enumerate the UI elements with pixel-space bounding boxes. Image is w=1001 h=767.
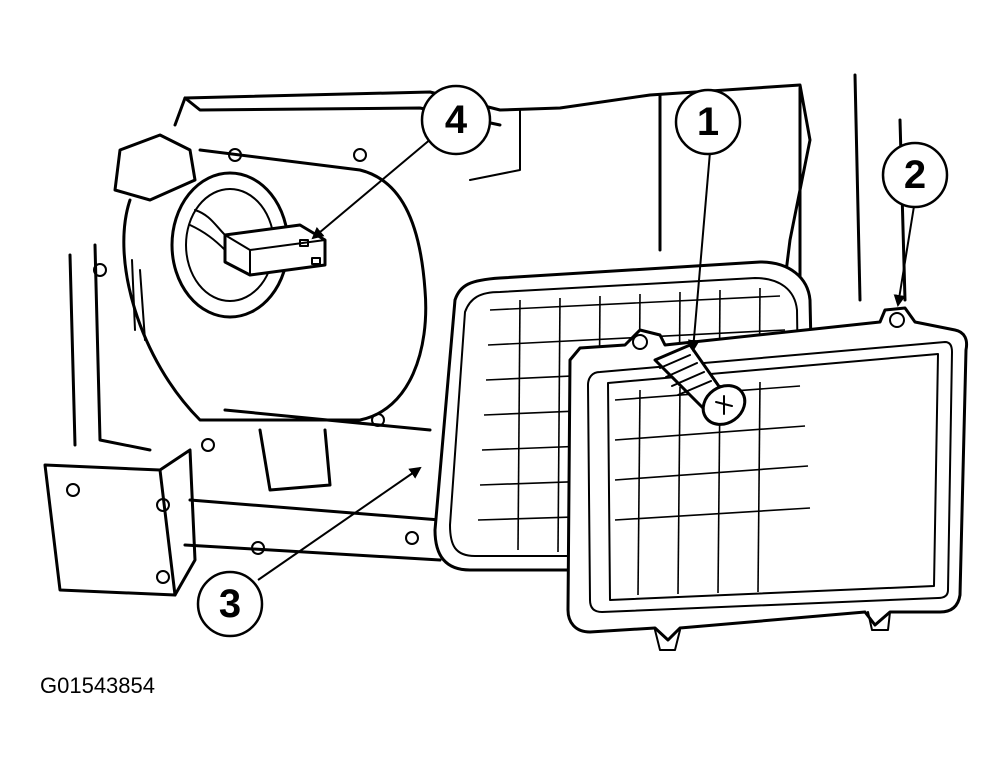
electrical-connector	[189, 209, 327, 277]
callout-3: 3	[196, 570, 264, 638]
callout-2: 2	[881, 141, 949, 209]
callout-1: 1	[674, 88, 742, 156]
leader-line-2	[893, 199, 916, 307]
screw	[653, 343, 747, 426]
figure-code: G01543854	[40, 673, 155, 698]
leader-line-4	[311, 137, 433, 240]
callout-4-label: 4	[445, 98, 468, 142]
leader-line-3	[257, 466, 422, 581]
leader-line-1	[687, 151, 711, 352]
bulb-socket-opening	[113, 133, 428, 422]
leader-lines	[257, 137, 916, 581]
callout-4: 4	[420, 84, 492, 156]
callout-3-label: 3	[219, 582, 241, 626]
retaining-ring	[566, 306, 969, 651]
callout-1-label: 1	[697, 100, 719, 144]
callout-2-label: 2	[904, 153, 926, 197]
